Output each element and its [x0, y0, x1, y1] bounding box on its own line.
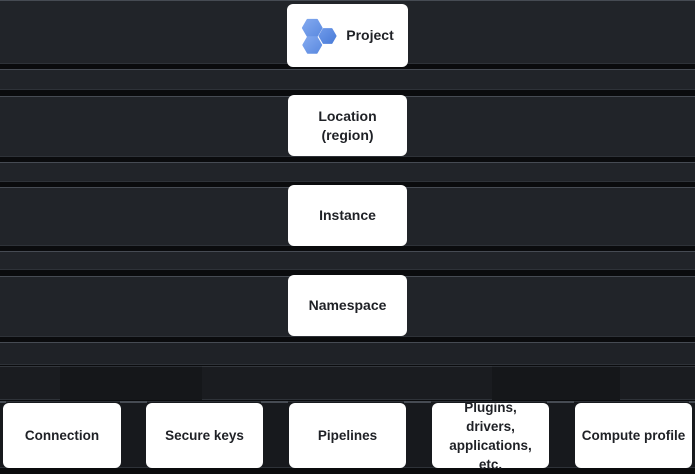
- node-label: Project: [346, 27, 394, 43]
- node-connection: Connection: [3, 403, 121, 468]
- band-spacer-1: [0, 69, 695, 90]
- node-location: Location (region): [288, 95, 407, 156]
- gap-highlight: [404, 401, 431, 403]
- node-project: Project: [287, 4, 408, 67]
- hexagon-bottom-left: [302, 35, 323, 54]
- node-label: Secure keys: [165, 428, 244, 443]
- gap-highlight: [120, 401, 147, 403]
- node-label: Location (region): [318, 107, 377, 143]
- hexagon-top-left: [302, 18, 323, 37]
- node-label: Plugins, drivers, applications, etc.: [449, 399, 532, 472]
- gap-highlight: [261, 401, 288, 403]
- node-label: Namespace: [308, 297, 387, 313]
- node-instance: Instance: [288, 185, 407, 246]
- node-compute-profile: Compute profile: [575, 403, 692, 468]
- node-pipelines: Pipelines: [289, 403, 406, 468]
- gap-highlight: [0, 401, 6, 403]
- band-spacer-2: [0, 162, 695, 182]
- node-plugins-drivers-applications: Plugins, drivers, applications, etc.: [432, 400, 549, 472]
- node-label: Instance: [319, 207, 376, 223]
- node-label: Compute profile: [581, 428, 686, 443]
- node-label: Pipelines: [317, 428, 378, 443]
- connector-shadow-right: [492, 366, 620, 400]
- node-namespace: Namespace: [288, 275, 407, 336]
- data-fusion-icon: [302, 18, 337, 54]
- node-secure-keys: Secure keys: [146, 403, 263, 468]
- gap-highlight: [689, 401, 695, 403]
- node-label: Connection: [24, 428, 100, 443]
- gap-highlight: [547, 401, 574, 403]
- band-spacer-3: [0, 251, 695, 270]
- connector-shadow-left: [60, 366, 202, 400]
- hexagon-right: [318, 27, 337, 44]
- band-connector-upper: [0, 342, 695, 365]
